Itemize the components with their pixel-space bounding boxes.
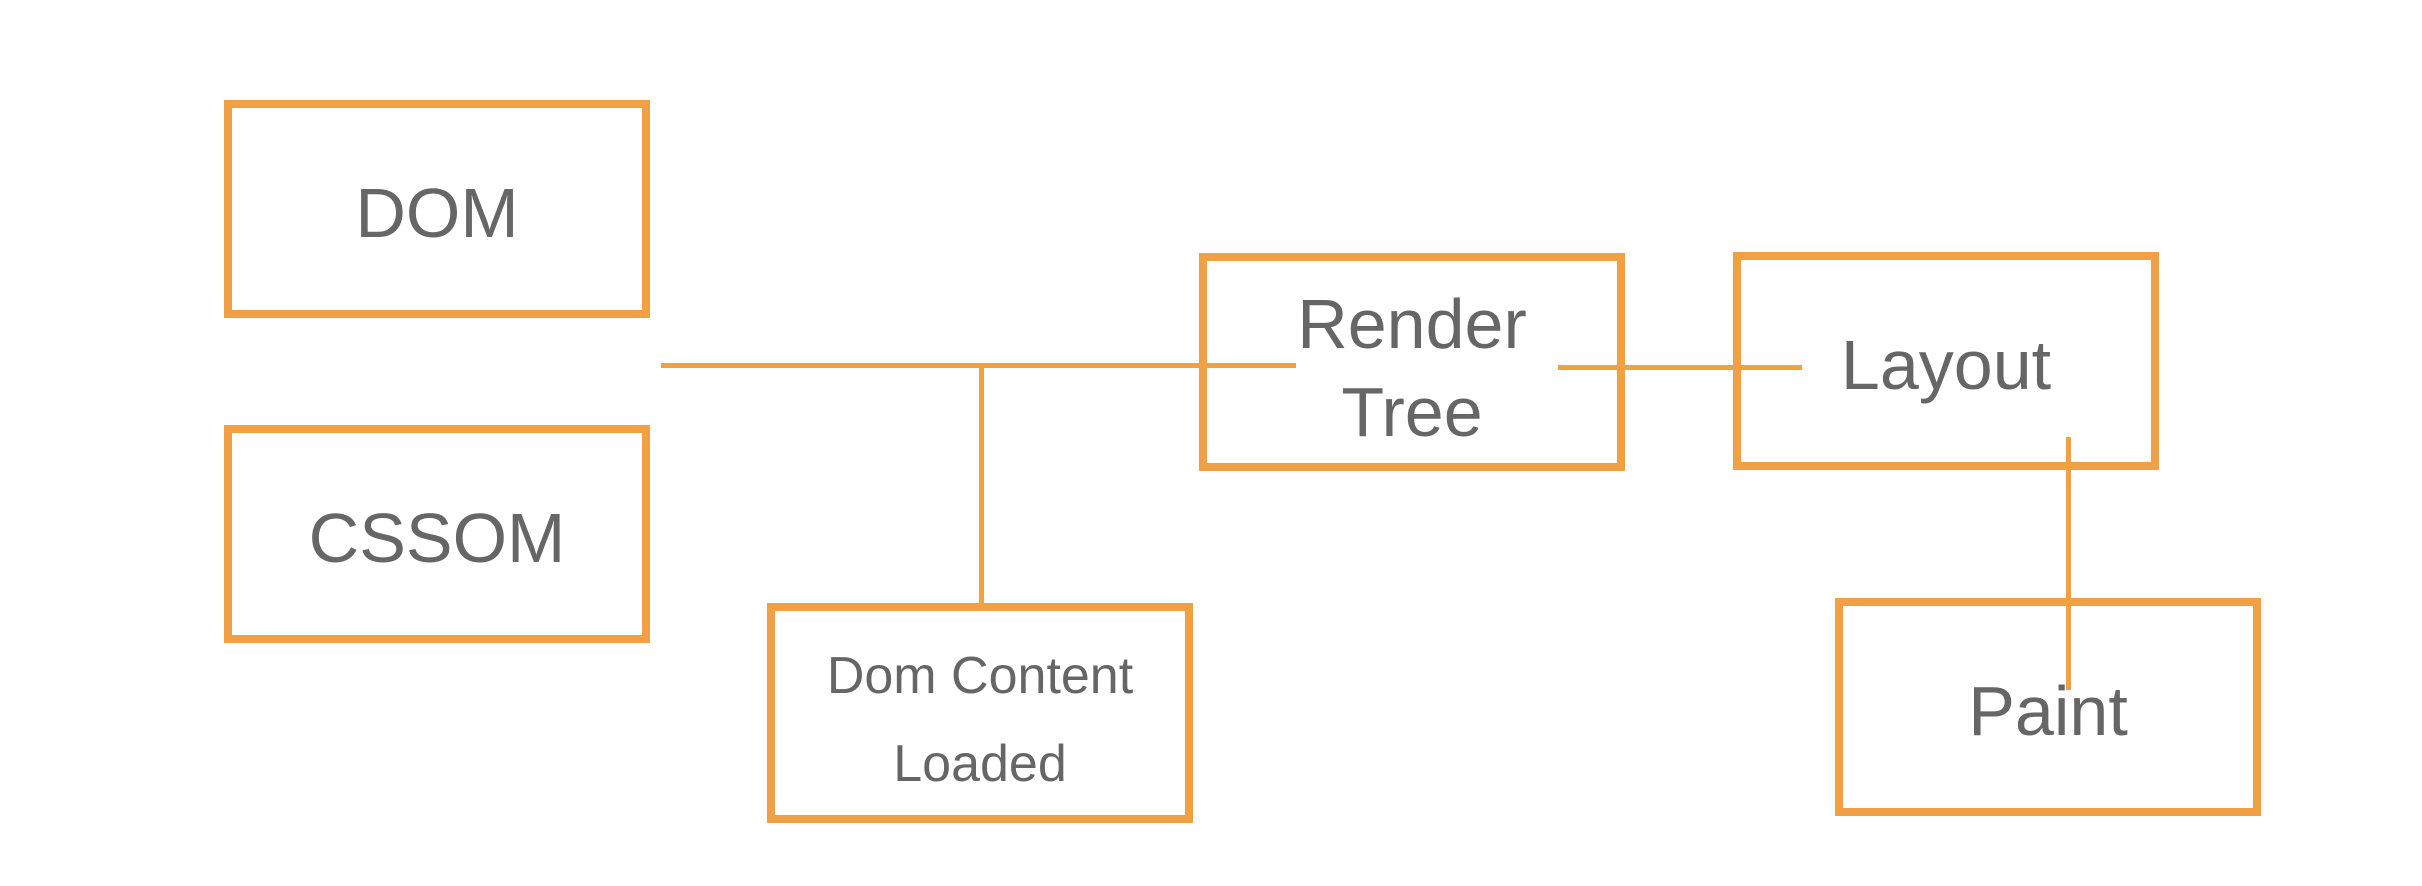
node-layout: Layout: [1733, 252, 2159, 470]
connector-junction-to-dom-content-loaded: [979, 368, 984, 605]
node-render-tree: Render Tree: [1199, 253, 1625, 471]
node-paint-label: Paint: [1968, 672, 2128, 750]
connector-junction-to-render-tree: [661, 363, 1296, 368]
node-paint: Paint: [1835, 598, 2261, 816]
node-dom-content-loaded-line2: Loaded: [893, 735, 1067, 793]
node-dom-content-loaded: Dom Content Loaded: [767, 603, 1193, 823]
connector-layout-to-paint: [2066, 437, 2071, 690]
node-dom-content-loaded-line1: Dom Content: [826, 647, 1134, 705]
node-layout-label: Layout: [1840, 326, 2052, 404]
node-render-tree-label: Render Tree: [1297, 282, 1527, 454]
connector-render-tree-to-layout: [1558, 365, 1802, 370]
node-render-tree-line1: Render: [1297, 285, 1527, 363]
node-dom-label: DOM: [355, 174, 519, 252]
node-cssom: CSSOM: [224, 425, 650, 643]
node-cssom-label: CSSOM: [308, 499, 566, 577]
node-dom-content-loaded-label: Dom Content Loaded: [827, 645, 1133, 795]
node-dom: DOM: [224, 100, 650, 318]
node-render-tree-line2: Tree: [1341, 373, 1483, 451]
